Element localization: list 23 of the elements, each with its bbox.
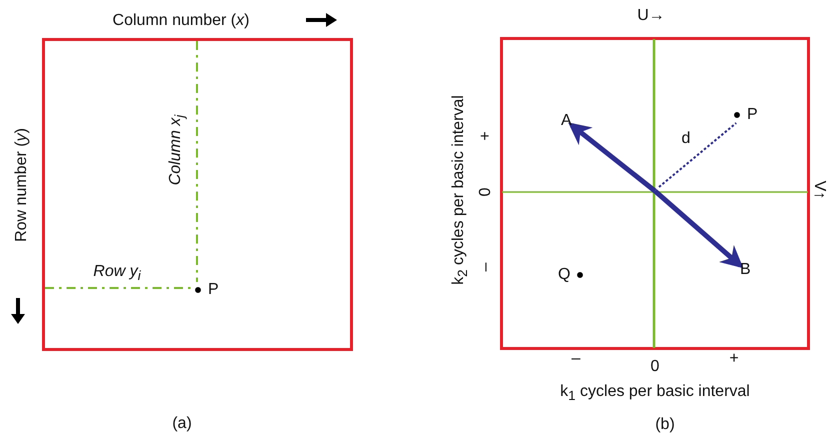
axis-title: V↑ [810,180,828,200]
tick-label: 0 [650,358,660,376]
guide-line [658,122,737,188]
edge-label: d [682,130,690,148]
frame [42,38,353,351]
tick-label: + [729,350,739,368]
tick-label: – [572,350,580,368]
tick-label: 0 [477,188,495,196]
point-label: B [740,262,751,278]
panel-caption: (b) [655,416,675,434]
panel-caption: (a) [172,415,192,433]
axis-title: k$_{1}$ cycles per basic interval [560,382,750,406]
tick-label: + [477,131,495,141]
axis-title: U→ [637,7,665,25]
labeled-point: Q [558,267,584,283]
axis-title: Column number (x) [112,12,250,30]
point-label: A [561,113,572,129]
guide-line [196,41,198,282]
axis-title: Row number (y) [13,128,31,242]
arrow [653,189,744,268]
tick-label: – [477,262,495,272]
frame [500,37,810,350]
arrow [568,122,657,193]
